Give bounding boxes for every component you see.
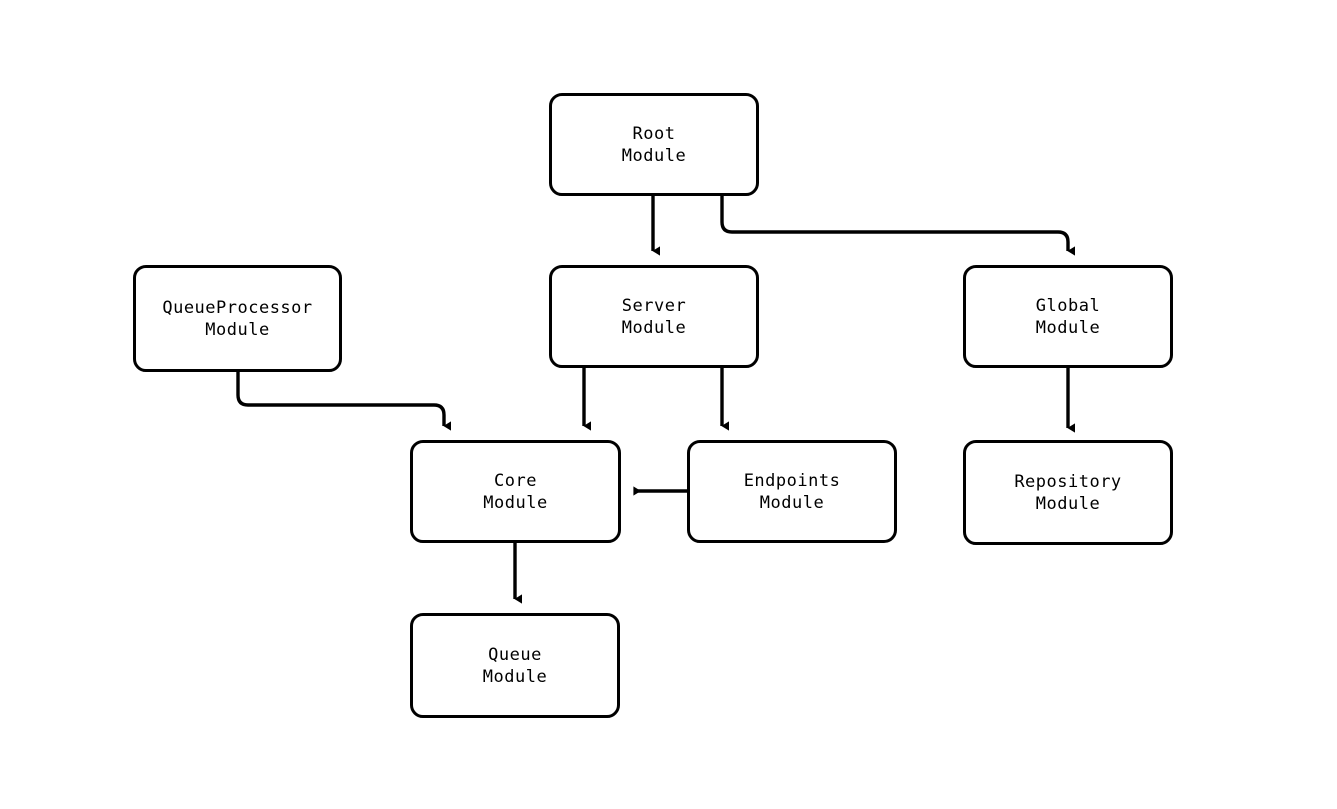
node-label-line2: Module	[483, 492, 548, 513]
node-label-line1: Endpoints	[743, 470, 841, 491]
node-label-line1: Server	[621, 295, 687, 316]
node-queueprocessor-module[interactable]: QueueProcessor Module	[133, 265, 342, 372]
node-label-line1: Queue	[488, 644, 542, 665]
node-label-line1: Core	[494, 470, 537, 491]
node-label-line2: Module	[759, 492, 825, 513]
node-label-line1: Root	[632, 123, 676, 144]
node-core-module[interactable]: Core Module	[410, 440, 621, 543]
node-queue-module[interactable]: Queue Module	[410, 613, 620, 718]
node-label-line1: Repository	[1014, 471, 1122, 492]
node-label-line1: QueueProcessor	[162, 297, 313, 318]
node-label-line2: Module	[621, 145, 687, 166]
node-label-line1: Global	[1035, 295, 1101, 316]
node-label-line2: Module	[205, 319, 270, 340]
edge-root-to-global	[720, 196, 1075, 256]
node-label-line2: Module	[1035, 493, 1101, 514]
edge-queueprocessor-to-core	[236, 372, 451, 431]
node-server-module[interactable]: Server Module	[549, 265, 759, 368]
node-root-module[interactable]: Root Module	[549, 93, 759, 196]
node-endpoints-module[interactable]: Endpoints Module	[687, 440, 897, 543]
node-global-module[interactable]: Global Module	[963, 265, 1173, 368]
node-label-line2: Module	[1035, 317, 1101, 338]
node-label-line2: Module	[482, 666, 548, 687]
node-repository-module[interactable]: Repository Module	[963, 440, 1173, 545]
node-label-line2: Module	[621, 317, 687, 338]
